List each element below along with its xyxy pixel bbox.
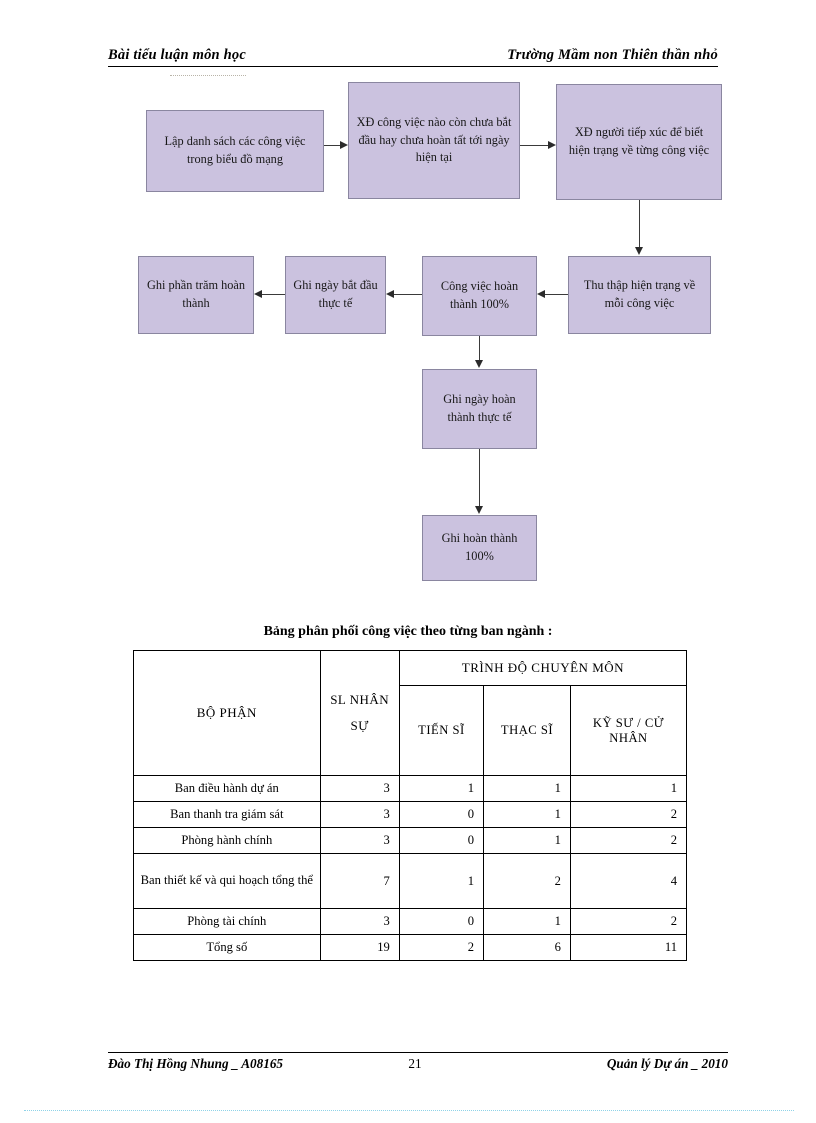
flow-box-label: Công việc hoàn thành 100% (440, 279, 519, 311)
header-engineer: KỸ SƯ / CỬ NHÂN (569, 685, 688, 776)
arrowhead-left (386, 290, 394, 298)
arrow-collect-to-complete (545, 294, 568, 295)
cell-master: 2 (483, 853, 571, 909)
cell-master: 6 (483, 934, 571, 961)
cell-engineer: 1 (569, 775, 688, 802)
cell-staff-count: 7 (319, 853, 400, 909)
arrow-identify-to-contact (520, 145, 548, 146)
table-row: Phòng tài chính 3 0 1 2 (133, 908, 688, 935)
cell-department: Phòng hành chính (133, 827, 321, 854)
footer-course: Quản lý Dự án _ 2010 (606, 1056, 728, 1071)
cell-doctorate: 0 (398, 801, 485, 828)
flow-box-identify-contact: XĐ người tiếp xúc để biết hiện trạng về … (556, 84, 722, 200)
footer-author: Đào Thị Hồng Nhung _ A08165 (108, 1056, 284, 1071)
cell-doctorate: 0 (398, 908, 485, 935)
header-staff-count: SL NHÂN SỰ (319, 650, 400, 776)
header-doctorate: TIẾN SĨ (398, 685, 485, 776)
cell-department: Ban điều hành dự án (133, 775, 321, 802)
cell-department: Ban thiết kế và qui hoạch tổng thể (133, 853, 321, 909)
cell-engineer: 11 (569, 934, 688, 961)
cell-department: Ban thanh tra giám sát (133, 801, 321, 828)
page-header: Bài tiểu luận môn học Trường Mầm non Thi… (108, 42, 718, 68)
page-footer: Đào Thị Hồng Nhung _ A08165 21 Quản lý D… (108, 1052, 728, 1072)
table-row-total: Tổng số 19 2 6 11 (133, 934, 688, 961)
header-row: Bài tiểu luận môn học Trường Mầm non Thi… (108, 42, 718, 64)
flow-box-task-complete-100: Công việc hoàn thành 100% (422, 256, 537, 336)
table-row: Ban thiết kế và qui hoạch tổng thể 7 1 2… (133, 853, 688, 909)
header-right-text: Trường Mầm non Thiên thần nhỏ (507, 47, 718, 63)
table-body: Ban điều hành dự án 3 1 1 1 Ban thanh tr… (133, 775, 688, 961)
cell-engineer: 2 (569, 801, 688, 828)
table-head: BỘ PHẬN SL NHÂN SỰ TRÌNH ĐỘ CHUYÊN MÔN T… (133, 650, 688, 776)
table-header-row-1: BỘ PHẬN SL NHÂN SỰ TRÌNH ĐỘ CHUYÊN MÔN (133, 650, 688, 776)
arrowhead-down (475, 360, 483, 368)
header-specialty-group: TRÌNH ĐỘ CHUYÊN MÔN (398, 650, 688, 686)
cell-staff-count: 3 (319, 908, 400, 935)
flow-box-record-start-date: Ghi ngày bắt đầu thực tế (285, 256, 386, 334)
arrowhead-left (254, 290, 262, 298)
flow-box-record-done-100: Ghi hoàn thành 100% (422, 515, 537, 581)
table-header-row-2: TIẾN SĨ THẠC SĨ KỸ SƯ / CỬ NHÂN (134, 685, 688, 776)
table-caption: Bảng phân phối công việc theo từng ban n… (263, 624, 553, 639)
cell-engineer: 2 (569, 908, 688, 935)
flow-box-label: Thu thập hiện trạng về mỗi công việc (583, 278, 696, 310)
cell-doctorate: 1 (398, 853, 485, 909)
cell-staff-count: 3 (319, 775, 400, 802)
cell-master: 1 (483, 775, 571, 802)
footer-row: Đào Thị Hồng Nhung _ A08165 21 Quản lý D… (108, 1056, 728, 1072)
cell-master: 1 (483, 801, 571, 828)
arrowhead-right (340, 141, 348, 149)
arrow-complete-to-startdate (394, 294, 422, 295)
arrowhead-right (548, 141, 556, 149)
flow-box-label: Ghi hoàn thành 100% (441, 531, 518, 563)
cell-master: 1 (483, 827, 571, 854)
arrow-finishdate-to-done (479, 449, 480, 507)
arrow-complete-to-finishdate (479, 336, 480, 361)
flow-box-record-finish-date: Ghi ngày hoàn thành thực tế (422, 369, 537, 449)
workflow-flowchart: Lập danh sách các công việc trong biểu đ… (138, 82, 722, 581)
footer-rule (108, 1052, 728, 1053)
cell-doctorate: 2 (398, 934, 485, 961)
top-dotted-artifact (170, 75, 246, 76)
flow-box-label: Ghi ngày hoàn thành thực tế (443, 392, 516, 424)
flow-box-label: XĐ người tiếp xúc để biết hiện trạng về … (568, 125, 710, 157)
table-row: Ban thanh tra giám sát 3 0 1 2 (133, 801, 688, 828)
cell-engineer: 4 (569, 853, 688, 909)
cell-staff-count: 3 (319, 801, 400, 828)
arrowhead-down (635, 247, 643, 255)
cell-doctorate: 0 (398, 827, 485, 854)
arrow-startdate-to-percent (262, 294, 285, 295)
flow-box-list-tasks: Lập danh sách các công việc trong biểu đ… (146, 110, 324, 192)
cell-department: Tổng số (133, 934, 321, 961)
cell-doctorate: 1 (398, 775, 485, 802)
work-distribution-table: BỘ PHẬN SL NHÂN SỰ TRÌNH ĐỘ CHUYÊN MÔN T… (133, 650, 688, 961)
page-number: 21 (408, 1056, 422, 1071)
header-rule (108, 66, 718, 67)
arrow-contact-to-collect (639, 200, 640, 248)
cell-master: 1 (483, 908, 571, 935)
flow-box-collect-status: Thu thập hiện trạng về mỗi công việc (568, 256, 711, 334)
flow-box-label: Ghi ngày bắt đầu thực tế (293, 278, 378, 310)
table-row: Phòng hành chính 3 0 1 2 (133, 827, 688, 854)
flow-box-identify-unstarted: XĐ công việc nào còn chưa bắt đầu hay ch… (348, 82, 520, 199)
arrowhead-down (475, 506, 483, 514)
header-department: BỘ PHẬN (133, 650, 321, 776)
flow-box-record-percent: Ghi phần trăm hoàn thành (138, 256, 254, 334)
arrowhead-left (537, 290, 545, 298)
flow-box-label: XĐ công việc nào còn chưa bắt đầu hay ch… (356, 114, 512, 165)
arrow-list-to-identify (324, 145, 340, 146)
header-left-text: Bài tiểu luận môn học (108, 47, 246, 63)
bottom-dotted-artifact (24, 1110, 794, 1111)
cell-engineer: 2 (569, 827, 688, 854)
cell-department: Phòng tài chính (133, 908, 321, 935)
flow-box-label: Ghi phần trăm hoàn thành (146, 278, 245, 310)
header-master: THẠC SĨ (483, 685, 571, 776)
table-row: Ban điều hành dự án 3 1 1 1 (133, 775, 688, 802)
cell-staff-count: 19 (319, 934, 400, 961)
cell-staff-count: 3 (319, 827, 400, 854)
flow-box-label: Lập danh sách các công việc trong biểu đ… (164, 134, 306, 166)
